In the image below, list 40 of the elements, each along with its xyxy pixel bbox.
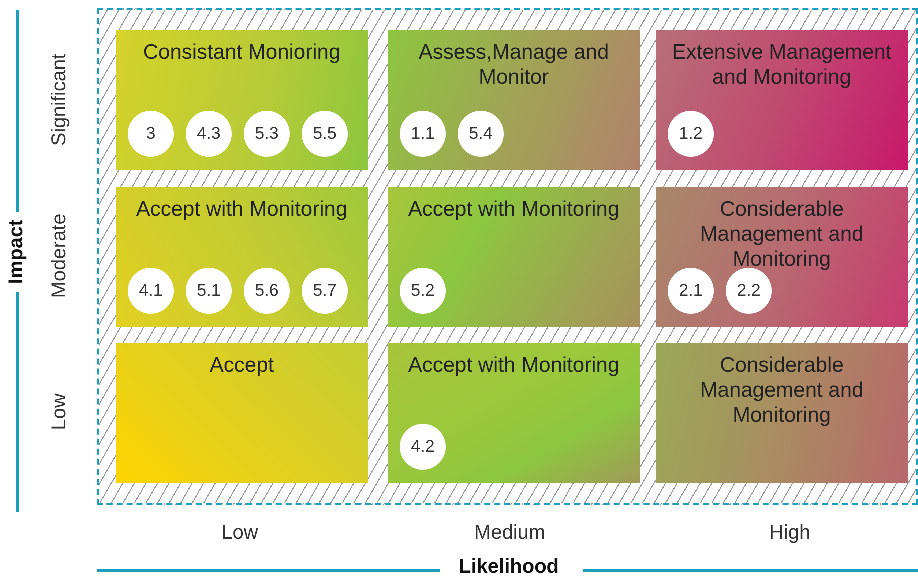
cell-title: Accept [208,353,276,378]
risk-cell [388,187,640,327]
risk-cell [388,343,640,483]
risk-cell [388,30,640,170]
item-circle: 1.1 [400,111,446,157]
item-circle: 5.4 [458,111,504,157]
item-circle: 2.2 [726,268,772,314]
cell-title: Accept with Monitoring [135,197,349,222]
item-circle: 5.7 [302,268,348,314]
item-circle: 1.2 [668,111,714,157]
item-circle: 5.2 [400,268,446,314]
risk-cell [656,343,908,483]
row-label: Low [48,394,72,430]
cell-title: Accept with Monitoring [407,353,621,378]
row-label: Moderate [48,214,72,298]
row-label: Significant [48,54,72,146]
item-circle: 5.3 [244,111,290,157]
risk-cell [116,187,368,327]
item-circle: 4.2 [400,424,446,470]
column-label: High [769,522,811,545]
item-circle: 4.3 [186,111,232,157]
cell-title: Consistant Monioring [142,40,342,65]
risk-cell [656,30,908,170]
cell-title: Considerable Management and Monitoring [699,353,865,428]
column-label: Low [222,522,258,545]
item-circle: 5.6 [244,268,290,314]
axis-title: Likelihood [459,556,559,579]
risk-cell [656,187,908,327]
item-circle: 5.5 [302,111,348,157]
risk-cell [116,30,368,170]
item-circle: 2.1 [668,268,714,314]
cell-title: Accept with Monitoring [407,197,621,222]
risk-cell [116,343,368,483]
item-circle: 4.1 [128,268,174,314]
item-circle: 5.1 [186,268,232,314]
column-label: Medium [474,522,546,545]
item-circle: 3 [128,111,174,157]
axis-title: Impact [6,220,28,284]
cell-title: Assess,Manage and Monitor [418,40,610,90]
cell-title: Extensive Management and Monitoring [671,40,893,90]
